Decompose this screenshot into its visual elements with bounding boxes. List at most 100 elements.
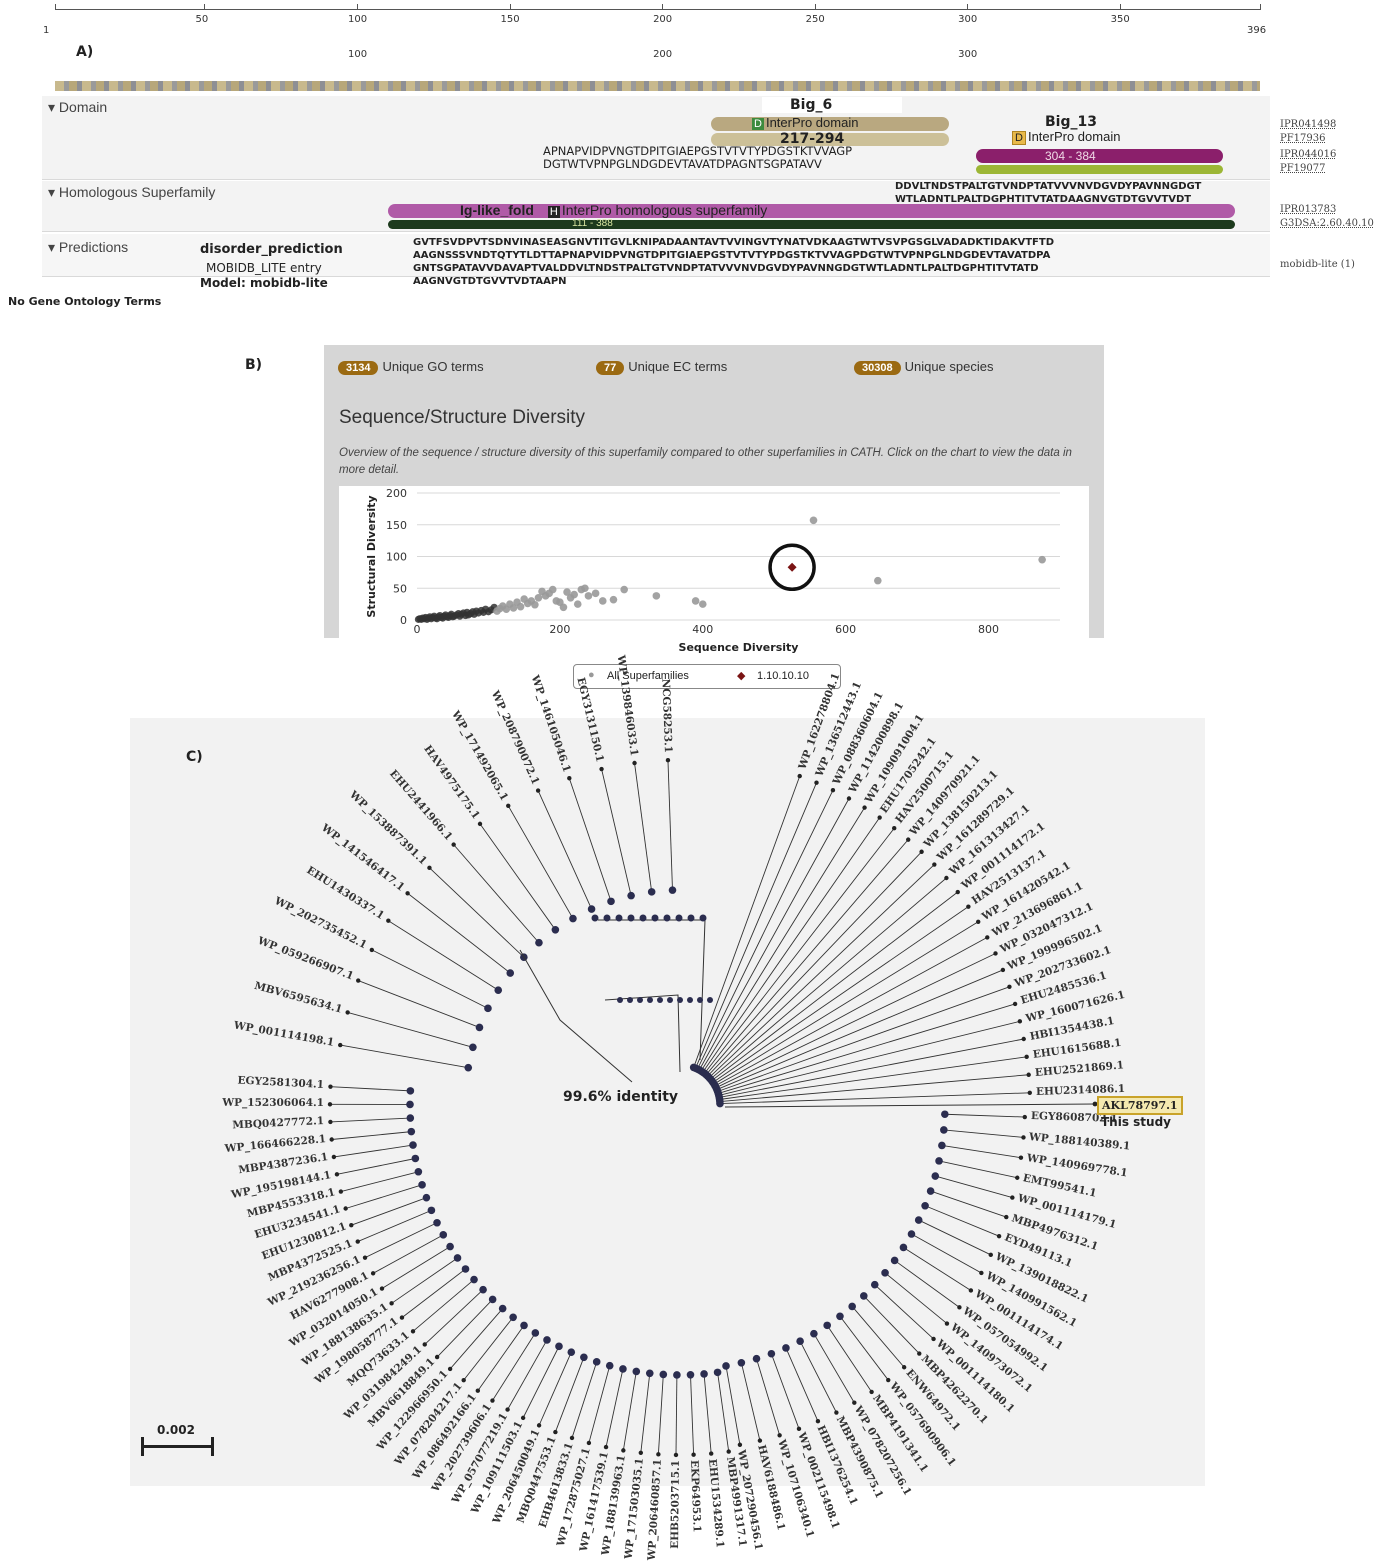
tree-node [464, 1064, 472, 1072]
species-label: Unique species [905, 359, 994, 374]
leaf-dot [906, 837, 910, 841]
accession-link[interactable]: IPR044016 [1280, 149, 1336, 160]
accession-link[interactable]: IPR013783 [1280, 204, 1336, 215]
leaf-dot [666, 758, 670, 762]
tree-node [499, 1305, 507, 1313]
tree-node [543, 1336, 551, 1344]
domain-overview-strip [55, 81, 1260, 91]
leaf-dot [632, 761, 636, 765]
tree-branch [668, 760, 673, 890]
tree-node [673, 1371, 681, 1379]
internal-branch [598, 920, 705, 1060]
leaf-dot [989, 1253, 993, 1257]
leaf-dot [758, 1438, 762, 1442]
leaf-dot [604, 1445, 608, 1449]
tree-node [633, 1368, 641, 1376]
iglike-gene3d-bar[interactable] [388, 220, 1235, 229]
leaf-dot [834, 1410, 838, 1414]
leaf-dot [386, 919, 390, 923]
big13-interpro-bar[interactable] [976, 149, 1223, 163]
tree-leaf-label: NCG58253.1 [659, 679, 674, 754]
tree-branch [437, 1299, 493, 1357]
leaf-dot [852, 1401, 856, 1405]
this-study-caption: This study [1101, 1115, 1171, 1129]
leaf-dot [674, 1453, 678, 1457]
tree-node [607, 898, 615, 906]
caret-down-icon: ▾ [48, 184, 55, 200]
tree-node [738, 1359, 746, 1367]
tree-node [871, 1281, 879, 1289]
x-axis-label: Sequence Diversity [679, 641, 799, 654]
prediction-name: disorder_prediction [200, 242, 343, 257]
tree-node [753, 1355, 761, 1363]
accession-link[interactable]: PF17936 [1280, 133, 1325, 144]
domain-toggle[interactable]: ▾ Domain [48, 99, 107, 116]
tree-branch [690, 1375, 693, 1455]
leaf-dot [451, 842, 455, 846]
homologous-badge-icon: H [548, 206, 560, 218]
tree-branch [942, 1145, 1021, 1157]
leaf-dot [490, 1398, 494, 1402]
leaf-dot [1023, 1115, 1027, 1119]
tree-branch [337, 1158, 415, 1174]
tree-branch [641, 1373, 650, 1452]
accession-link[interactable]: PF19077 [1280, 163, 1325, 174]
leaf-dot [363, 1255, 367, 1259]
tree-node [535, 939, 543, 947]
tree-branch [704, 1374, 711, 1454]
tree-branch [713, 907, 968, 1083]
tree-node [627, 892, 635, 900]
tree-branch [429, 868, 523, 957]
tree-branch [480, 824, 555, 930]
tree-branch [852, 1306, 904, 1367]
y-tick-label: 50 [393, 582, 407, 595]
leaf-dot [727, 1449, 731, 1453]
leaf-dot [993, 951, 997, 955]
predictions-toggle[interactable]: ▾ Predictions [48, 239, 128, 256]
homologous-toggle[interactable]: ▾ Homologous Superfamily [48, 184, 215, 201]
tree-node [532, 1329, 540, 1337]
tree-node [714, 1369, 722, 1377]
superfamily-point [599, 597, 607, 605]
leaf-dot [1026, 1073, 1030, 1077]
scatter-legend[interactable]: ● All Superfamilies ◆ 1.10.10.10 [573, 664, 841, 689]
tree-branch [714, 922, 978, 1084]
tree-branch [945, 1114, 1025, 1117]
leaf-dot [621, 1448, 625, 1452]
leaf-dot [1004, 1215, 1008, 1219]
leaf-dot [1015, 1176, 1019, 1180]
leaf-dot [435, 1355, 439, 1359]
leaf-dot [536, 788, 540, 792]
ruler-tick-label: 396 [1247, 25, 1266, 36]
x-tick-label: 400 [692, 623, 713, 636]
study-branch [725, 1104, 1095, 1107]
leaf-dot [847, 796, 851, 800]
leaf-dot [476, 1388, 480, 1392]
leaf-dot [349, 1223, 353, 1227]
superfamily-point [535, 594, 543, 602]
leaf-dot [505, 1407, 509, 1411]
accession-link[interactable]: G3DSA:2.60.40.10 [1280, 218, 1374, 229]
prediction-model: Model: mobidb-lite [200, 276, 328, 290]
leaf-dot [1001, 968, 1005, 972]
big6-desc: InterPro domain [766, 115, 859, 130]
ruler-tick-label: 350 [1111, 14, 1130, 25]
tree-node [520, 1322, 528, 1330]
big13-pfam-bar[interactable] [976, 165, 1223, 174]
accession-link[interactable]: mobidb-lite (1) [1280, 259, 1355, 270]
leaf-dot [478, 822, 482, 826]
leaf-dot [656, 1452, 660, 1456]
ruler-tick [662, 4, 663, 10]
leaf-dot [537, 1423, 541, 1427]
big13-desc: InterPro domain [1028, 129, 1121, 144]
tree-branch [606, 1369, 623, 1447]
tree-node [669, 886, 677, 894]
leaf-dot [985, 935, 989, 939]
tree-node [593, 1358, 601, 1366]
accession-link[interactable]: IPR041498 [1280, 119, 1336, 130]
tree-branch [757, 1359, 780, 1436]
